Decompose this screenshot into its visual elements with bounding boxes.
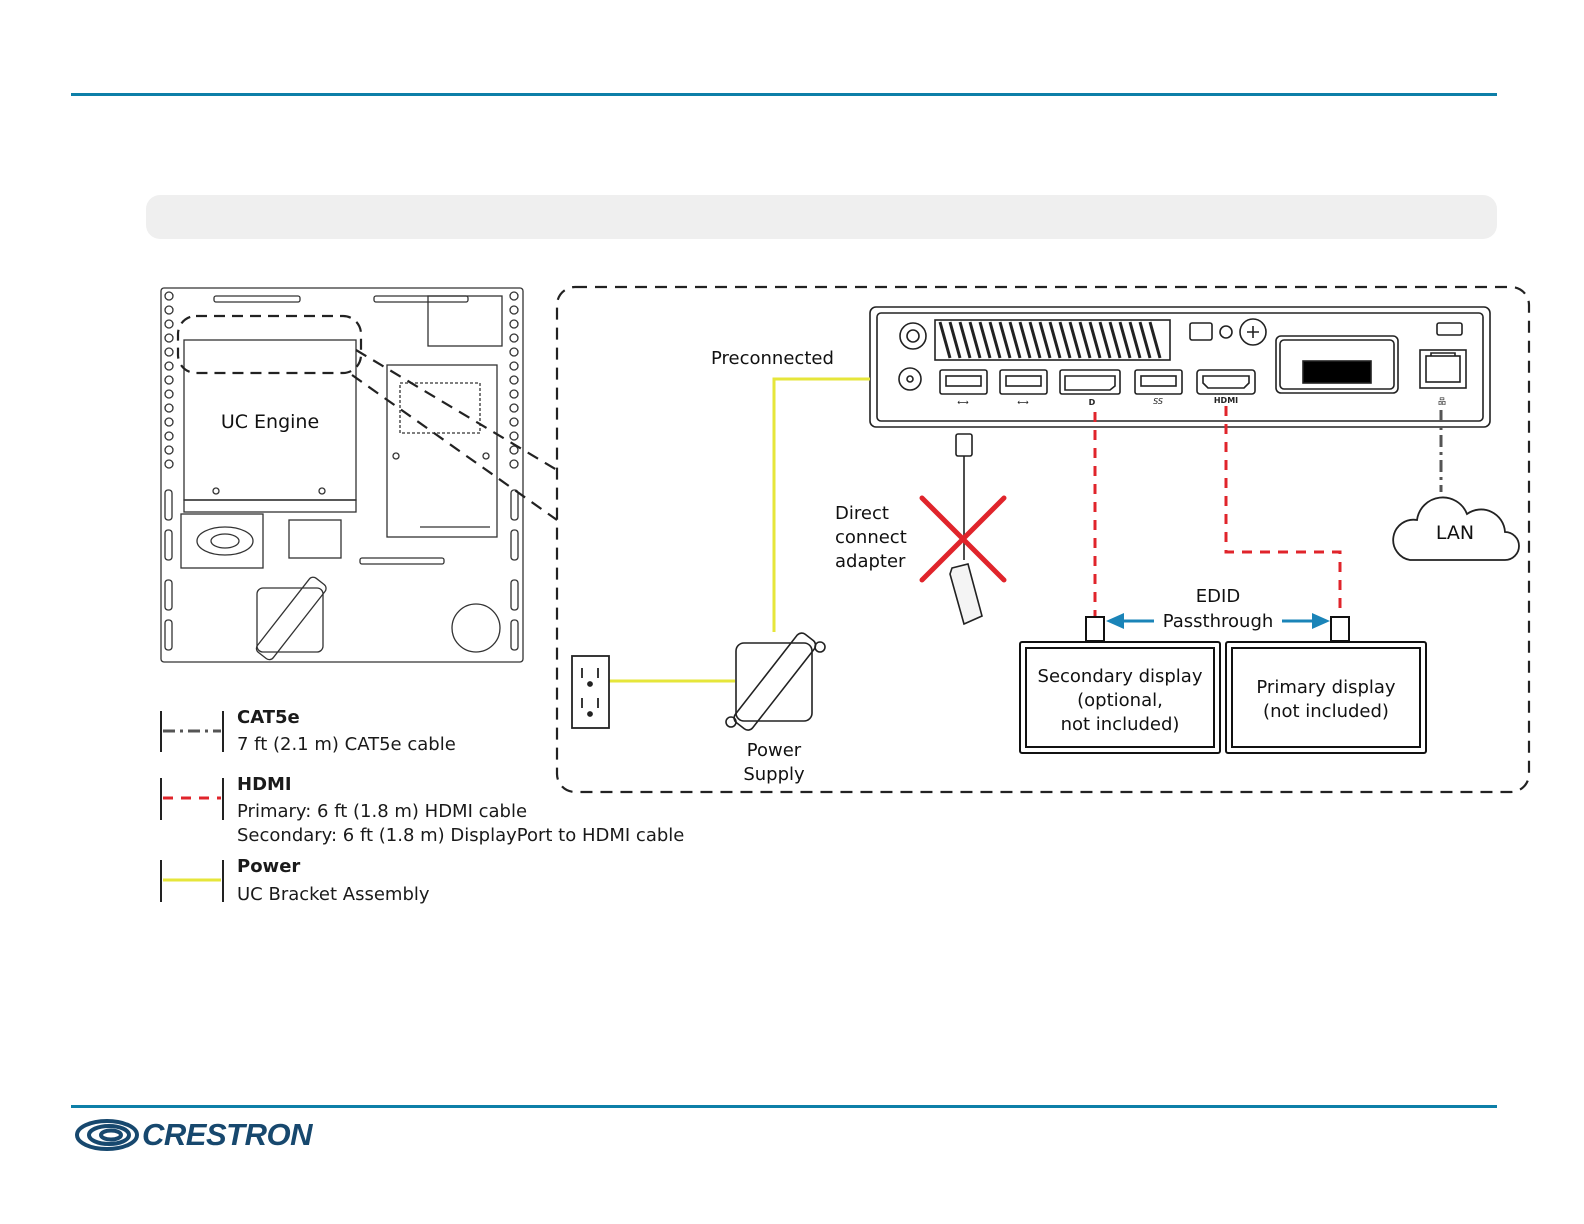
secondary-display	[1019, 616, 1221, 754]
indicator-led	[1219, 325, 1233, 339]
usb-ss-port	[1134, 369, 1183, 395]
port-icons: ⟷ ⟷ D SS HDMI 品	[957, 396, 1446, 407]
zoom-line-bottom	[351, 374, 558, 521]
lan-label: LAN	[1436, 522, 1474, 544]
edid-arrows	[1106, 613, 1330, 629]
bottom-rule	[71, 1105, 1497, 1108]
usb-port-1	[939, 369, 988, 395]
hdmi-port-label: HDMI	[1214, 396, 1238, 405]
wall-outlet	[571, 655, 610, 729]
secondary-display-label-2: (optional,	[1077, 690, 1163, 711]
legend-swatches	[160, 711, 224, 902]
lan-cloud-icon	[1392, 496, 1520, 561]
vent-grille	[934, 319, 1171, 361]
bracket-holes	[164, 291, 519, 651]
primary-display-label-1: Primary display	[1256, 677, 1396, 698]
legend-power-desc: UC Bracket Assembly	[237, 884, 430, 905]
hdmi-port	[1196, 369, 1256, 395]
svg-text:⟷: ⟷	[1017, 398, 1029, 407]
brand-name: CRESTRON	[142, 1117, 312, 1152]
usb-port-2	[999, 369, 1048, 395]
detail-frame	[555, 285, 1531, 794]
svg-text:D: D	[1089, 398, 1096, 407]
antenna-port	[899, 322, 927, 350]
preconnected-label: Preconnected	[711, 348, 834, 369]
legend-hdmi-desc-1: Primary: 6 ft (1.8 m) HDMI cable	[237, 801, 528, 822]
power-supply-label-2: Supply	[743, 764, 805, 785]
direct-connect-label-2: connect	[835, 527, 907, 548]
zoom-line-top	[355, 349, 558, 471]
card-slot	[1275, 335, 1399, 394]
power-supply-label-1: Power	[747, 740, 802, 761]
edid-label-1: EDID	[1196, 586, 1240, 607]
top-rule	[71, 93, 1497, 96]
cable-ties	[213, 295, 469, 565]
secondary-display-label-3: not included)	[1061, 714, 1180, 735]
legend-cat5e-title: CAT5e	[237, 707, 300, 728]
legend-cat5e-desc: 7 ft (2.1 m) CAT5e cable	[237, 734, 456, 755]
title-banner	[146, 195, 1497, 239]
primary-display-label-2: (not included)	[1263, 701, 1389, 722]
power-supply-brick	[725, 632, 826, 731]
lan-port	[1419, 349, 1467, 389]
power-cable	[772, 377, 870, 632]
uc-engine-rear-panel	[869, 306, 1491, 428]
direct-connect-label-1: Direct	[835, 503, 889, 524]
secondary-display-label-1: Secondary display	[1038, 666, 1203, 687]
callout-outline	[176, 314, 363, 375]
bracket-assembly	[160, 287, 524, 663]
direct-connect-label-3: adapter	[835, 551, 906, 572]
legend-power-title: Power	[237, 856, 301, 877]
primary-display	[1225, 616, 1427, 754]
crestron-logo	[75, 1119, 139, 1151]
legend-hdmi-desc-2: Secondary: 6 ft (1.8 m) DisplayPort to H…	[237, 825, 685, 846]
kensington-slot	[1189, 322, 1213, 341]
displayport-port	[1059, 369, 1121, 395]
controller-module	[386, 364, 498, 538]
not-supported-cross-icon	[919, 495, 1007, 583]
legend-hdmi-title: HDMI	[237, 774, 292, 795]
svg-text:SS: SS	[1153, 397, 1163, 406]
hdmi-cable-primary	[1224, 406, 1342, 616]
edid-label-2: Passthrough	[1163, 611, 1274, 632]
uc-engine-label: UC Engine	[221, 411, 319, 433]
ground-screw	[1239, 318, 1267, 346]
svg-text:⟷: ⟷	[957, 398, 969, 407]
svg-text:品: 品	[1438, 397, 1446, 406]
power-jack	[898, 367, 922, 391]
